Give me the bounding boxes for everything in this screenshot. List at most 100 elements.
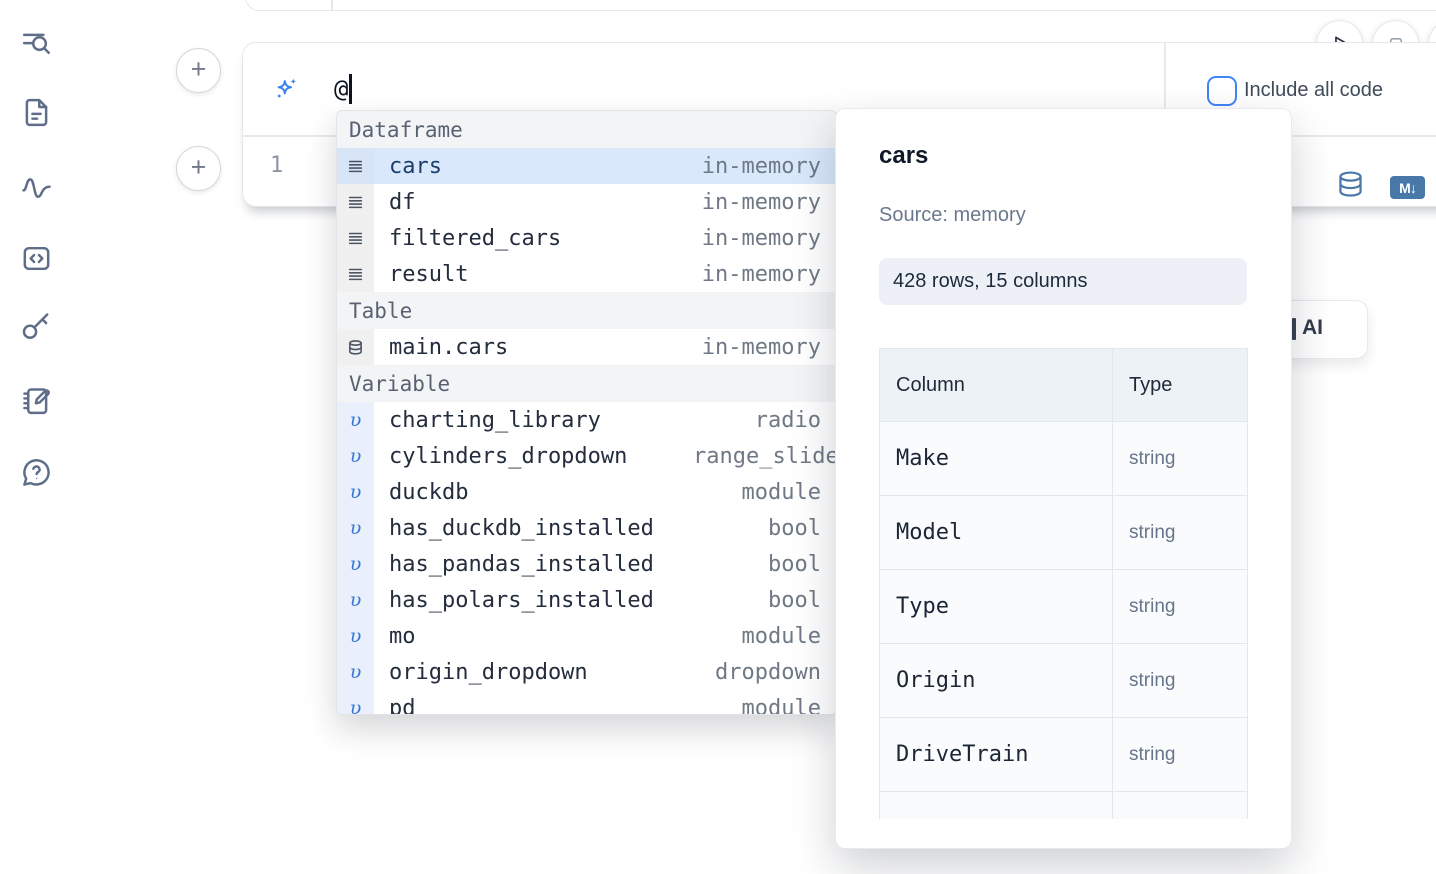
clipped-letter xyxy=(1292,318,1296,340)
sidebar-item-help[interactable] xyxy=(16,452,56,492)
activity-icon xyxy=(20,170,53,203)
autocomplete-item[interactable]: υ has_polars_installed bool xyxy=(337,582,836,618)
autocomplete-item-meta: in-memory xyxy=(701,153,821,179)
sidebar-item-files[interactable] xyxy=(16,92,56,132)
autocomplete-item-name: charting_library xyxy=(389,407,601,433)
autocomplete-item-name: origin_dropdown xyxy=(389,659,588,685)
autocomplete-item-meta: module xyxy=(741,623,821,649)
autocomplete-item-meta: bool xyxy=(768,551,821,577)
code-snippets-icon xyxy=(20,242,53,275)
autocomplete-item[interactable]: cars in-memory xyxy=(337,148,836,184)
line-number: 1 xyxy=(270,153,284,178)
variable-icon: υ xyxy=(337,474,374,510)
schema-column-type: string xyxy=(1112,495,1248,570)
variable-icon: υ xyxy=(337,546,374,582)
add-cell-above-button[interactable]: + xyxy=(176,48,221,93)
schema-column-type: string xyxy=(1112,717,1248,792)
autocomplete-item[interactable]: main.cars in-memory xyxy=(337,329,836,365)
autocomplete-section-label: Variable xyxy=(337,365,836,402)
schema-column-name: Model xyxy=(879,495,1113,570)
preview-stats-badge: 428 rows, 15 columns xyxy=(879,258,1247,305)
notebook-pencil-icon xyxy=(20,384,53,417)
schema-column-type: string xyxy=(1112,643,1248,718)
database-icon xyxy=(337,329,374,365)
previous-cell-divider xyxy=(331,0,333,10)
schema-column-type xyxy=(1112,791,1248,819)
sidebar-item-tracing[interactable] xyxy=(16,166,56,206)
schema-column-name: DriveTrain xyxy=(879,717,1113,792)
schema-column-type: string xyxy=(1112,569,1248,644)
schema-column-type: string xyxy=(1112,421,1248,496)
autocomplete-item-meta: module xyxy=(741,695,821,715)
rows-icon xyxy=(337,256,374,292)
autocomplete-item-name: has_polars_installed xyxy=(389,587,654,613)
autocomplete-item-name: df xyxy=(389,189,416,215)
file-icon xyxy=(20,96,53,129)
schema-header-cell: Column xyxy=(879,348,1113,422)
autocomplete-item[interactable]: filtered_cars in-memory xyxy=(337,220,836,256)
variable-icon: υ xyxy=(337,582,374,618)
ai-prompt-value: @ xyxy=(334,75,349,103)
sidebar-item-snippets[interactable] xyxy=(16,238,56,278)
sidebar-item-secrets[interactable] xyxy=(16,306,56,346)
variable-icon: υ xyxy=(337,618,374,654)
autocomplete-item[interactable]: υ has_duckdb_installed bool xyxy=(337,510,836,546)
database-icon[interactable] xyxy=(1337,171,1364,200)
autocomplete-item-name: has_pandas_installed xyxy=(389,551,654,577)
autocomplete-item-meta: in-memory xyxy=(701,261,821,287)
autocomplete-item-name: has_duckdb_installed xyxy=(389,515,654,541)
autocomplete-item-meta: in-memory xyxy=(701,225,821,251)
autocomplete-section-label: Table xyxy=(337,292,836,329)
autocomplete-item-name: mo xyxy=(389,623,416,649)
add-cell-below-button[interactable]: + xyxy=(176,146,221,191)
text-caret xyxy=(349,74,352,104)
variable-icon: υ xyxy=(337,510,374,546)
autocomplete-item-meta: in-memory xyxy=(701,189,821,215)
autocomplete-item-meta: dropdown xyxy=(715,659,821,685)
preview-source: Source: memory xyxy=(879,204,1026,226)
ai-input-divider xyxy=(1164,43,1166,135)
include-all-code-label: Include all code xyxy=(1244,79,1383,101)
ai-button-label: AI xyxy=(1302,316,1323,339)
sidebar-item-toc[interactable] xyxy=(16,24,56,64)
ai-prompt-input[interactable]: @ xyxy=(334,71,352,107)
previous-cell-bottom-edge xyxy=(245,0,1436,11)
dataframe-preview-popup: cars Source: memory 428 rows, 15 columns… xyxy=(835,108,1292,849)
autocomplete-item[interactable]: df in-memory xyxy=(337,184,836,220)
help-chat-icon xyxy=(20,456,53,489)
schema-column-name: Type xyxy=(879,569,1113,644)
autocomplete-item-meta: bool xyxy=(768,587,821,613)
sparkles-icon xyxy=(272,75,300,103)
schema-column-name: Make xyxy=(879,421,1113,496)
sidebar-item-scratchpad[interactable] xyxy=(16,380,56,420)
autocomplete-item-name: filtered_cars xyxy=(389,225,562,251)
autocomplete-item-meta: bool xyxy=(768,515,821,541)
autocomplete-item-meta: range_slider xyxy=(693,443,837,469)
autocomplete-item[interactable]: υ has_pandas_installed bool xyxy=(337,546,836,582)
include-all-code-checkbox[interactable] xyxy=(1207,76,1237,106)
rows-icon xyxy=(337,148,374,184)
autocomplete-item-meta: module xyxy=(741,479,821,505)
autocomplete-item-name: pd xyxy=(389,695,416,715)
markdown-badge-icon[interactable]: M↓ xyxy=(1390,176,1425,199)
autocomplete-item-meta: in-memory xyxy=(701,334,821,360)
autocomplete-item-name: cars xyxy=(389,153,442,179)
autocomplete-item-name: main.cars xyxy=(389,334,509,360)
autocomplete-item-name: cylinders_dropdown xyxy=(389,443,628,469)
variable-icon: υ xyxy=(337,402,374,438)
schema-column-name: Origin xyxy=(879,643,1113,718)
